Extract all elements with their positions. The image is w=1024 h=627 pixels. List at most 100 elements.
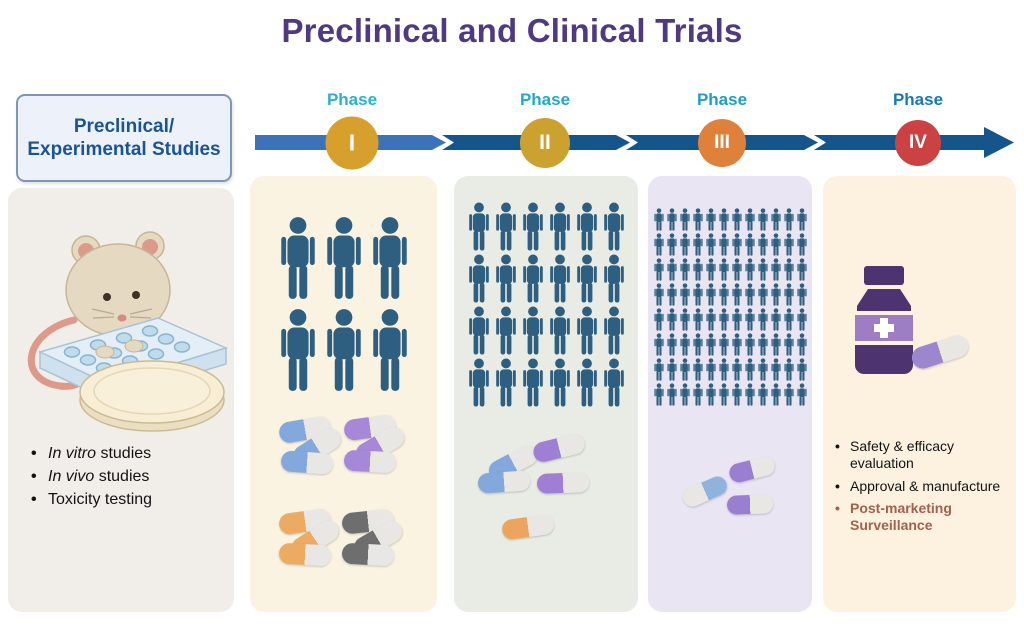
capsule-pill xyxy=(531,432,587,464)
person-icon xyxy=(692,333,703,356)
person-icon xyxy=(603,254,624,303)
phase-3-column xyxy=(648,176,812,612)
person-icon xyxy=(603,358,624,407)
rat-paw xyxy=(124,339,144,353)
phase-1-circle: I xyxy=(325,116,379,170)
person-icon xyxy=(705,233,716,256)
person-icon xyxy=(796,258,807,281)
capsule-pill xyxy=(477,470,531,494)
preclinical-box-line2: Experimental Studies xyxy=(27,139,221,160)
person-icon xyxy=(757,333,768,356)
person-icon xyxy=(783,308,794,331)
person-icon xyxy=(549,254,570,303)
person-icon xyxy=(757,383,768,406)
person-icon xyxy=(679,358,690,381)
person-icon xyxy=(783,283,794,306)
phase-4-pills xyxy=(823,176,1016,612)
person-icon xyxy=(744,308,755,331)
person-icon xyxy=(666,358,677,381)
person-icon xyxy=(522,202,543,251)
person-icon xyxy=(757,308,768,331)
person-icon xyxy=(549,358,570,407)
list-item-text: In vitro xyxy=(48,445,97,462)
person-icon xyxy=(796,283,807,306)
person-icon xyxy=(770,233,781,256)
preclinical-box: Preclinical/ Experimental Studies xyxy=(16,94,232,182)
capsule-pill xyxy=(278,542,332,567)
person-icon xyxy=(653,283,664,306)
person-icon xyxy=(783,333,794,356)
person-icon xyxy=(372,309,407,391)
person-icon xyxy=(679,208,690,231)
person-icon xyxy=(718,358,729,381)
rat-paw xyxy=(95,345,115,359)
person-icon xyxy=(744,233,755,256)
person-icon xyxy=(796,208,807,231)
phase-4-label: Phase xyxy=(892,90,944,109)
person-icon xyxy=(576,306,597,355)
person-icon xyxy=(705,333,716,356)
person-icon xyxy=(783,383,794,406)
person-icon xyxy=(796,358,807,381)
person-icon xyxy=(705,283,716,306)
person-icon xyxy=(603,306,624,355)
person-icon xyxy=(783,233,794,256)
person-icon xyxy=(770,358,781,381)
phase-3-people-grid xyxy=(648,176,812,406)
person-icon xyxy=(495,254,516,303)
person-icon xyxy=(770,333,781,356)
capsule-pill xyxy=(280,450,334,475)
person-icon xyxy=(692,258,703,281)
person-icon xyxy=(705,358,716,381)
person-icon xyxy=(731,258,742,281)
person-icon xyxy=(718,233,729,256)
person-icon xyxy=(495,358,516,407)
person-icon xyxy=(666,233,677,256)
list-item-text: Toxicity testing xyxy=(48,491,153,509)
person-icon xyxy=(757,233,768,256)
person-icon xyxy=(718,333,729,356)
phase-2-label: Phase xyxy=(519,90,571,109)
person-icon xyxy=(731,308,742,331)
page-title: Preclinical and Clinical Trials xyxy=(281,12,743,49)
rat-body xyxy=(65,231,171,337)
list-item-text: studies xyxy=(94,468,150,486)
person-icon xyxy=(692,383,703,406)
person-icon xyxy=(796,308,807,331)
phase-3-label: Phase xyxy=(696,90,748,109)
person-icon xyxy=(653,233,664,256)
person-icon xyxy=(666,383,677,406)
person-icon xyxy=(653,333,664,356)
person-icon xyxy=(549,202,570,251)
person-icon xyxy=(796,333,807,356)
person-icon xyxy=(770,208,781,231)
person-icon xyxy=(770,308,781,331)
phase-1-people-grid xyxy=(250,176,437,392)
person-icon xyxy=(718,208,729,231)
person-icon xyxy=(796,383,807,406)
person-icon xyxy=(731,283,742,306)
phase-4-column: Safety & efficacy evaluationApproval & m… xyxy=(823,176,1016,612)
phase-2-column xyxy=(454,176,638,612)
person-icon xyxy=(744,258,755,281)
phase-1-pills xyxy=(250,176,437,612)
person-icon xyxy=(280,217,315,299)
person-icon xyxy=(679,233,690,256)
person-icon xyxy=(666,283,677,306)
person-icon xyxy=(666,333,677,356)
person-icon xyxy=(549,306,570,355)
preclinical-bullets: In vitro studiesIn vivo studiesToxicity … xyxy=(26,442,152,512)
list-item: Safety & efficacy evaluation xyxy=(833,438,1013,472)
capsule-pill xyxy=(536,472,590,494)
person-icon xyxy=(783,258,794,281)
list-item-text: Approval & manufacture xyxy=(850,477,1001,494)
person-icon xyxy=(692,208,703,231)
person-icon xyxy=(653,208,664,231)
person-icon xyxy=(770,383,781,406)
phase-1-numeral: I xyxy=(348,129,356,156)
person-icon xyxy=(770,283,781,306)
person-icon xyxy=(576,254,597,303)
person-icon xyxy=(576,202,597,251)
capsule-pill xyxy=(341,542,395,567)
person-icon xyxy=(576,358,597,407)
